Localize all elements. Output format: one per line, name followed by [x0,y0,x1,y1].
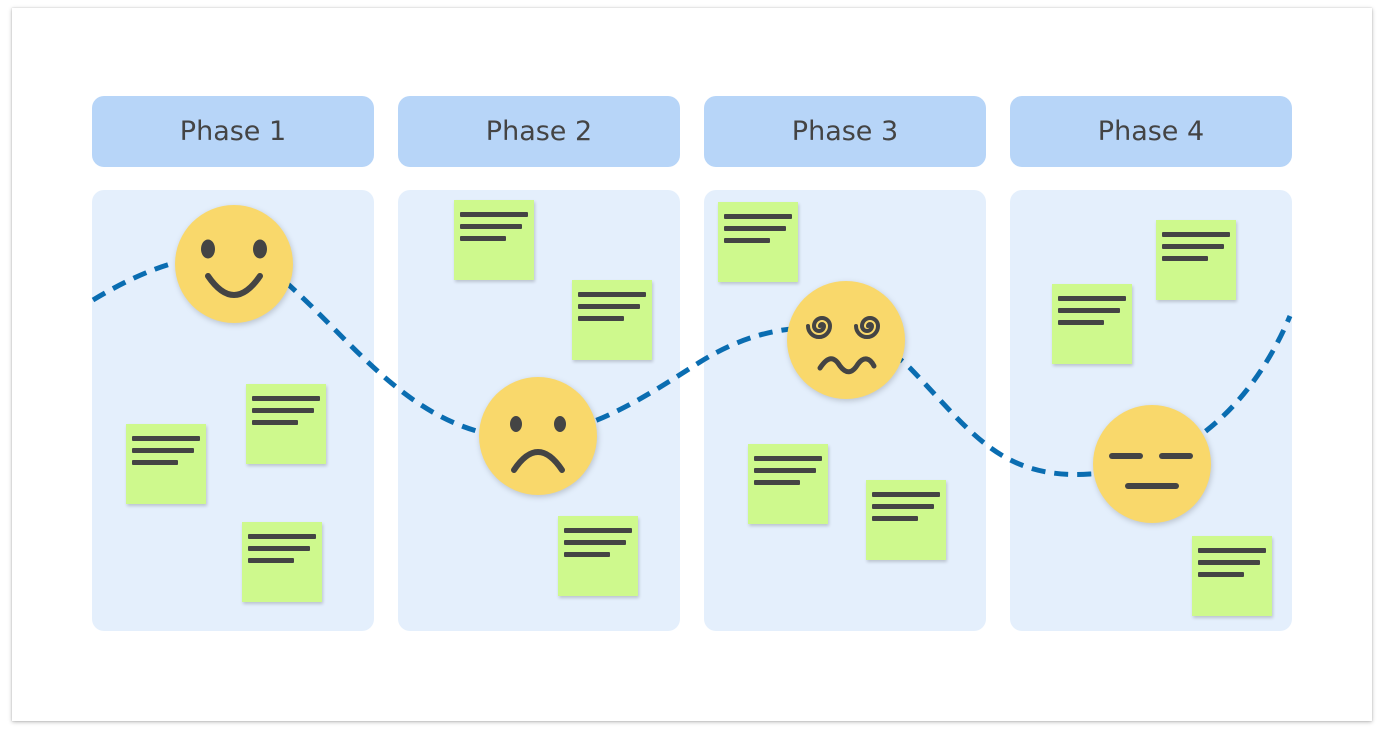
sticky-note [718,202,798,282]
phase-label: Phase 3 [791,116,899,147]
phase-header-2: Phase 2 [398,96,680,167]
sticky-note [572,280,652,360]
sticky-note [748,444,828,524]
dizzy-face-icon [787,281,905,399]
phase-label: Phase 1 [179,116,287,147]
phase-label: Phase 4 [1097,116,1205,147]
sticky-note [558,516,638,596]
sticky-note [1052,284,1132,364]
sticky-note [1156,220,1236,300]
phase-header-1: Phase 1 [92,96,374,167]
phase-label: Phase 2 [485,116,593,147]
sad-face-icon [479,377,597,495]
neutral-face-icon [1093,405,1211,523]
sticky-note [126,424,206,504]
sticky-note [454,200,534,280]
sticky-note [246,384,326,464]
phase-header-4: Phase 4 [1010,96,1292,167]
sticky-note [1192,536,1272,616]
phase-header-3: Phase 3 [704,96,986,167]
sticky-note [866,480,946,560]
sticky-note [242,522,322,602]
happy-face-icon [175,205,293,323]
